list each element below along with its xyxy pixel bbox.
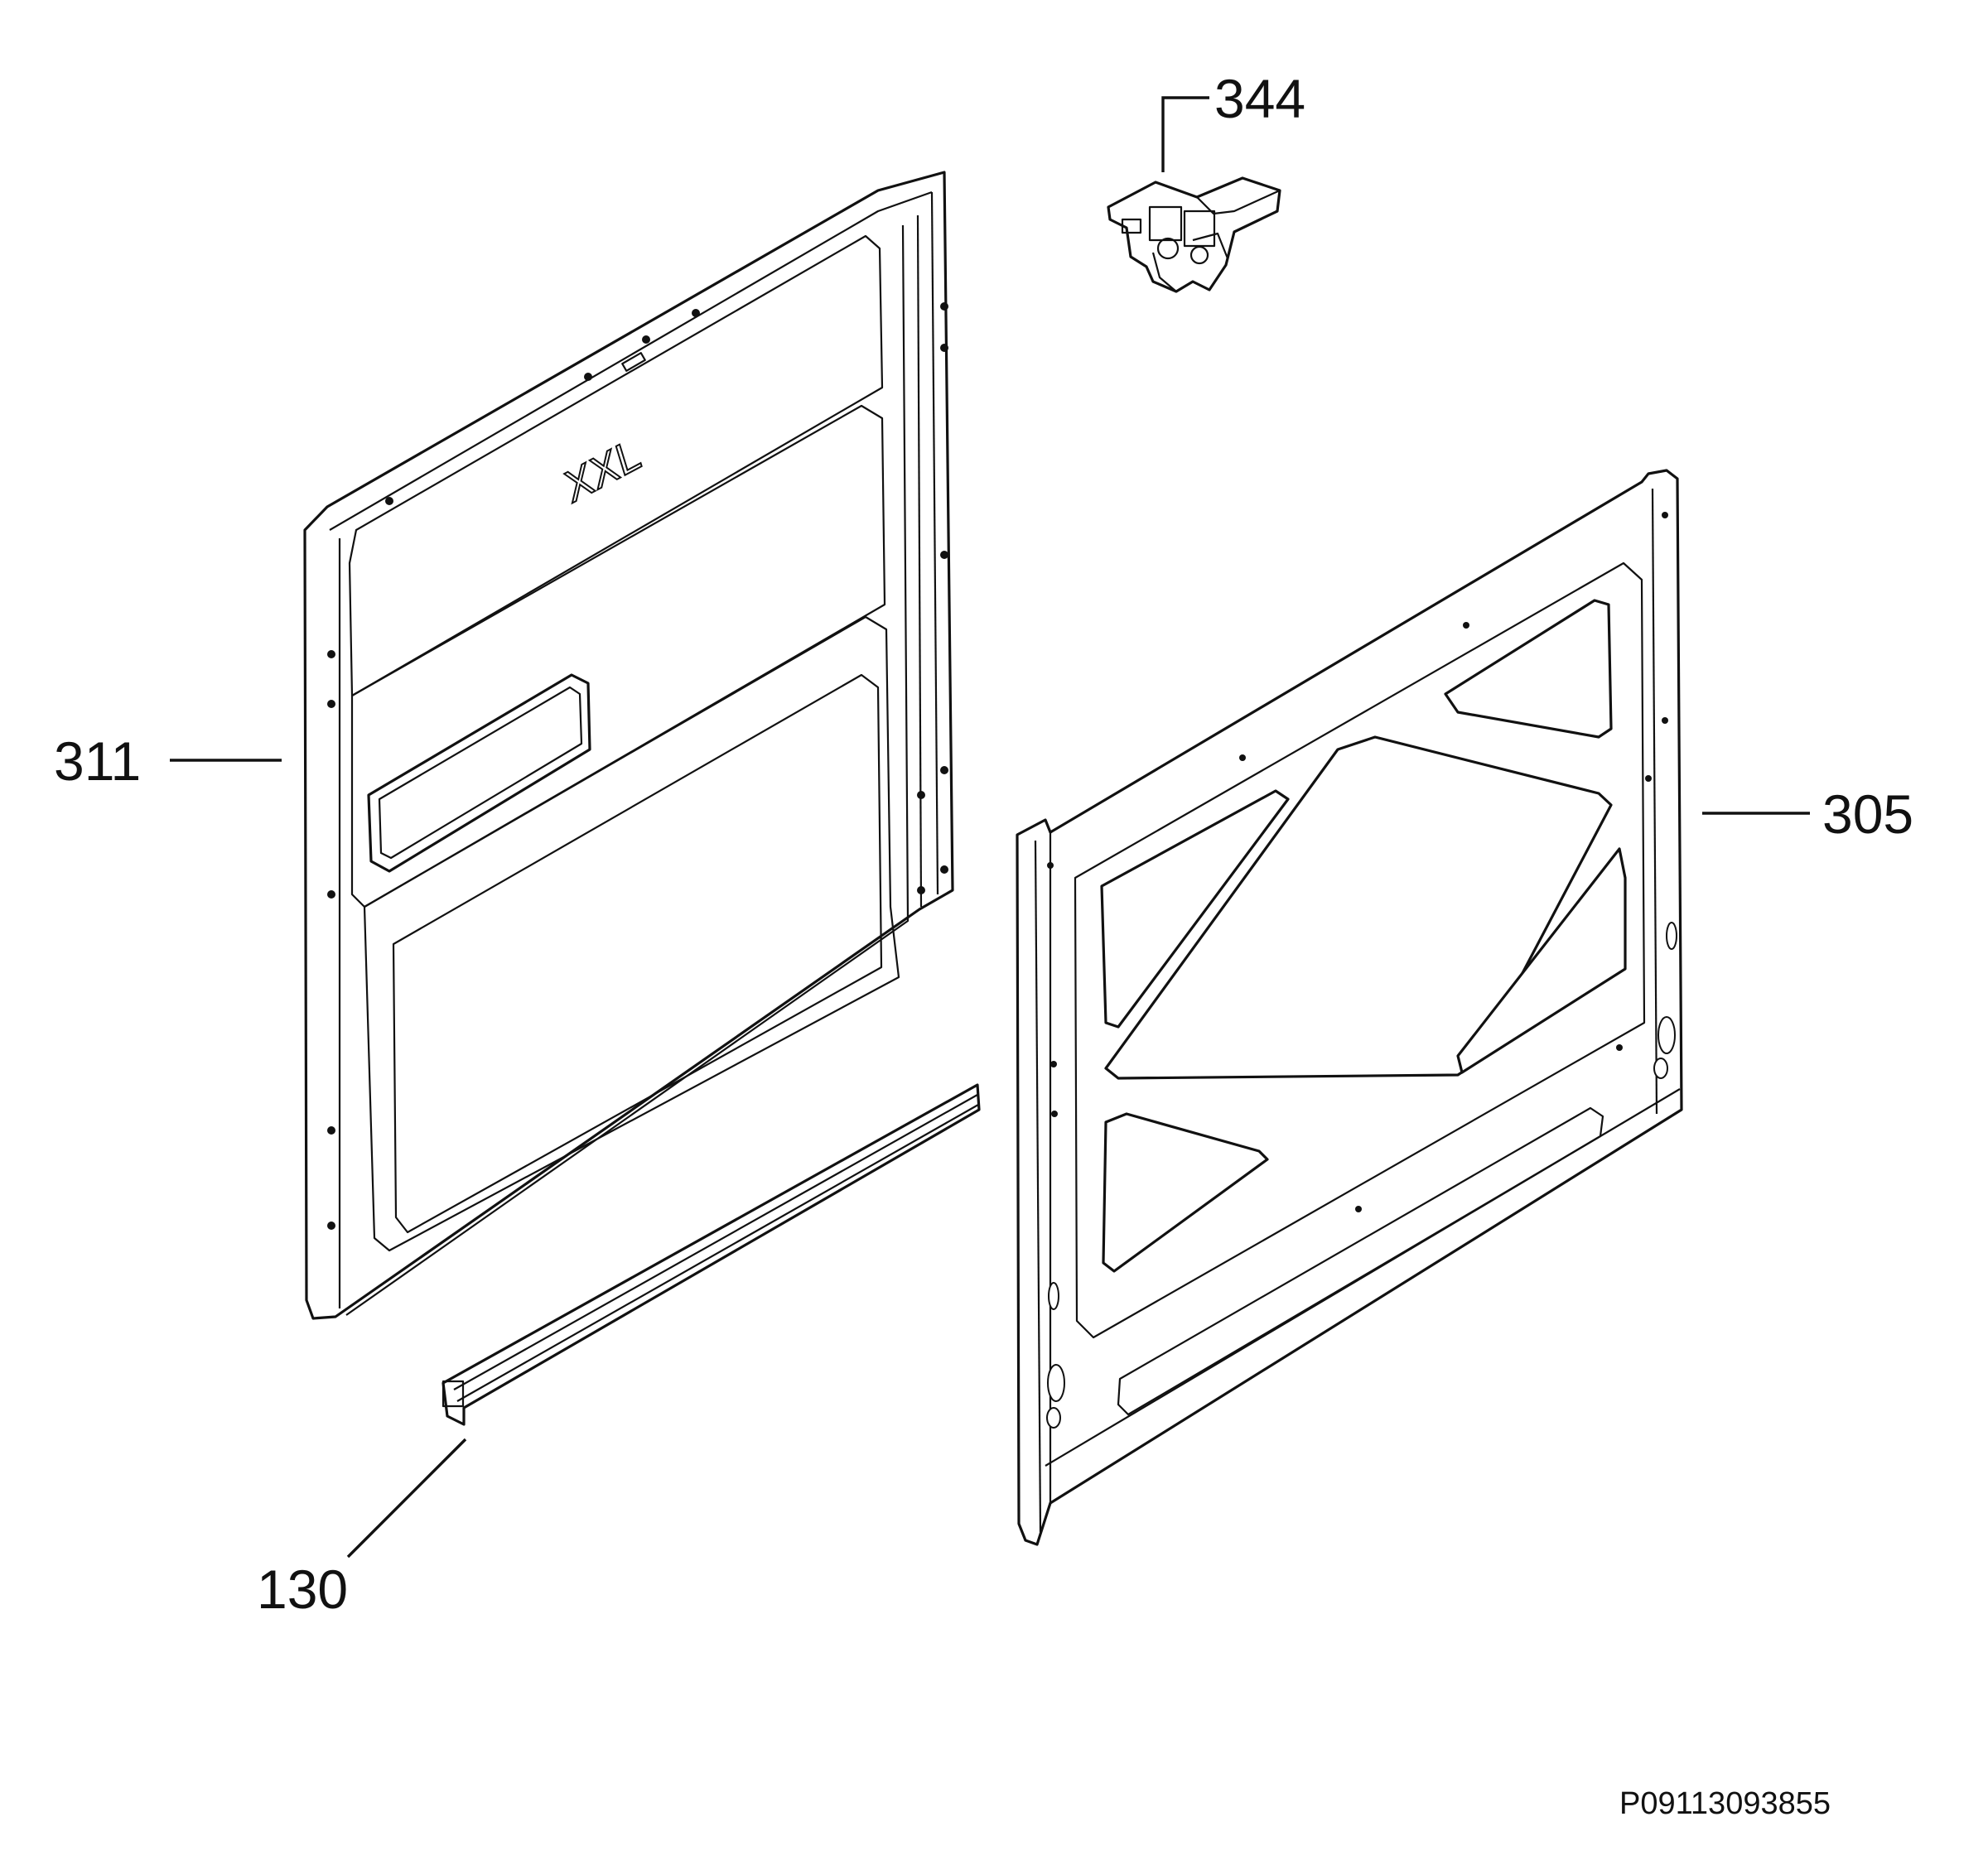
part-305-outer-door[interactable] <box>1016 469 1683 1546</box>
part-label-130: 130 <box>257 1559 348 1620</box>
part-label-311: 311 <box>54 730 141 792</box>
part-130-bottom-seal[interactable] <box>442 1083 981 1426</box>
part-311-inner-door[interactable]: XXL <box>303 171 954 1320</box>
drawing-code: P09113093855 <box>1619 1786 1831 1821</box>
leader-344 <box>1161 96 1209 172</box>
part-label-305: 305 <box>1822 783 1913 845</box>
leader-130 <box>346 1438 467 1559</box>
part-label-344: 344 <box>1214 68 1305 129</box>
part-344-door-lock[interactable] <box>1107 176 1281 293</box>
